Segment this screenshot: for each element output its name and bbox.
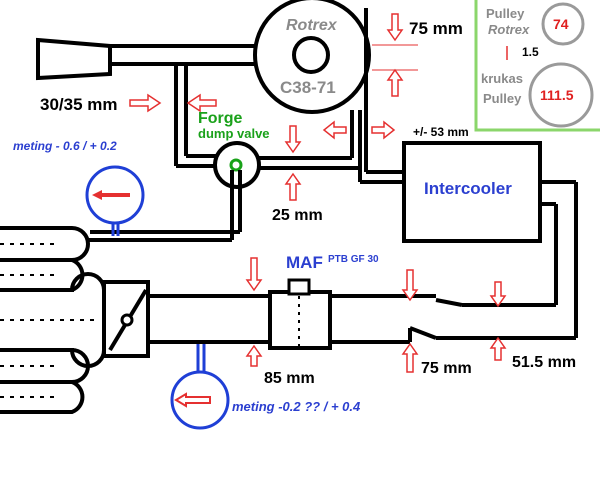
dump-valve-label: dump valve [198,126,270,141]
intercooler [402,141,542,243]
dim-85-label: 85 mm [264,370,315,387]
rotrex-label: Rotrex [286,17,337,34]
krukas-pulley-value: 111.5 [540,87,574,103]
inlet-size-label: 30/35 mm [40,95,118,114]
recirculation-pipe [174,64,220,168]
dim-75-top-label: 75 mm [409,19,463,38]
air-filter-cone [36,37,112,81]
krukas-label: krukas [481,71,523,86]
boost-pipe [358,8,404,184]
bov-pipe-label: +/- 53 mm [413,125,469,139]
dim-extension-lines [372,44,418,71]
rotrex-pulley-value: 74 [553,16,569,32]
dim-75-bottom-label: 75 mm [421,360,472,377]
vacuum-gauge-top [85,165,145,236]
maf-label: MAF [286,253,323,272]
manifold-dashes [0,243,98,398]
vacuum-gauge-bottom [170,344,230,430]
dump-valve-boost-line [258,110,360,170]
vacuum-line [88,170,242,242]
intercooler-label: Intercooler [424,179,512,198]
measurement-arrows [129,13,507,373]
maf-sub-label: PTB GF 30 [328,254,379,265]
meting-top-label: meting - 0.6 / + 0.2 [13,139,117,153]
dim-51-5-label: 51.5 mm [512,354,577,371]
dim-25-label: 25 mm [272,207,323,224]
meting-bottom-label: meting -0.2 ?? / + 0.4 [232,399,361,414]
krukas-pulley-label: Pulley [483,91,522,106]
intercooler-outlet-pipe [409,180,578,340]
intake-manifold [0,226,106,414]
maf-connector [287,278,311,296]
pulley-rotrex-label: Rotrex [488,22,530,37]
krukas-pulley-circle [528,62,594,128]
compressor-inlet [292,36,330,74]
rotrex-pulley-circle [541,2,585,46]
pulley-ratio: 1.5 [522,45,539,59]
pulley-label: Pulley [486,6,525,21]
throttle-pivot [120,313,134,327]
forge-label: Forge [198,110,243,127]
dump-valve-port [229,158,243,172]
model-label: C38-71 [280,78,336,97]
